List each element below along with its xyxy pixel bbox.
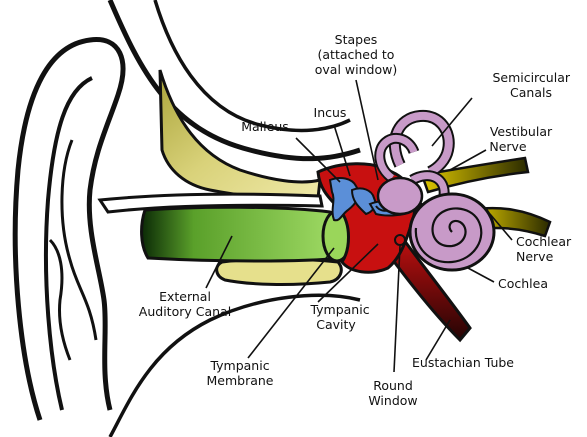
label-stapes-1: Stapes [335,32,378,47]
temporal-bone [107,0,587,437]
label-stapes-2: (attached to [318,47,395,62]
label-round-window-2: Window [368,393,417,408]
label-tympanic-membrane-1: Tympanic [209,358,269,373]
label-external-1: External [159,289,211,304]
label-tympanic-cavity-1: Tympanic [309,302,369,317]
label-tympanic-membrane-2: Membrane [207,373,274,388]
eustachian-tube [375,230,472,343]
label-vestibular-1: Vestibular [490,124,553,139]
label-external-2: Auditory Canal [139,304,231,319]
label-semicircular-1: Semicircular [492,70,570,85]
label-cochlear-nerve-2: Nerve [516,249,554,264]
label-semicircular-2: Canals [510,85,552,100]
label-cochlea: Cochlea [498,276,548,291]
leader-lines [205,79,513,373]
label-stapes-3: oval window) [315,62,397,77]
external-auditory-canal [140,205,352,263]
label-tympanic-cavity-2: Cavity [316,317,356,332]
label-round-window-1: Round [373,378,413,393]
cochlea [408,192,496,272]
labels: Stapes (attached to oval window) Incus M… [139,32,572,408]
label-malleus: Malleus [241,119,289,134]
label-cochlear-nerve-1: Cochlear [516,234,572,249]
label-eustachian-tube: Eustachian Tube [412,355,514,370]
semicircular-canals [374,109,455,216]
pinna [12,37,126,421]
round-window [394,234,406,246]
label-incus: Incus [314,105,347,120]
label-vestibular-2: Nerve [489,139,527,154]
